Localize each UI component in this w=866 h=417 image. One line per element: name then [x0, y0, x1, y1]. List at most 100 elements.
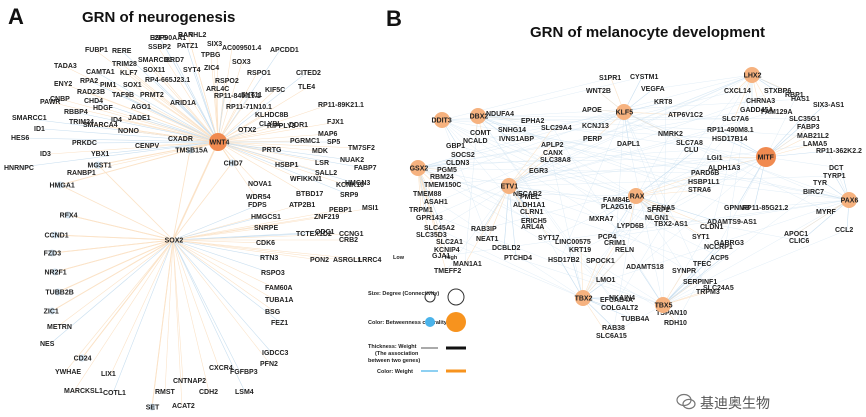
- gene-label-b-tmem88: TMEM88: [413, 191, 442, 198]
- edge-b2-pgm5: [448, 169, 664, 306]
- gene-label-b-nccrp1: NCCRP1: [704, 244, 733, 251]
- edge-brd7: [174, 59, 219, 143]
- edge-tctex1d2: [172, 233, 307, 241]
- hub-edge2-mgst1: [97, 164, 174, 241]
- gene-label-b-slc6a15: SLC6A15: [596, 333, 627, 340]
- edge-kif5c: [217, 89, 276, 143]
- gene-label-patz1: PATZ1: [177, 43, 198, 50]
- edge-b2-nmrk2: [582, 133, 671, 299]
- edge-b2-rab38: [613, 195, 637, 329]
- edge-b-pcp4: [609, 195, 637, 238]
- gene-label-crb2: CRB2: [339, 237, 358, 244]
- edge-b2-slc6a15: [607, 199, 850, 337]
- gene-label-b-slc7a8: SLC7A8: [676, 140, 703, 147]
- hub-node-mgst1: [94, 161, 102, 169]
- edge-b2-chrna3: [582, 100, 759, 299]
- gene-label-kif5c: KIF5C: [265, 87, 285, 94]
- edge-b2-hsd17b2: [559, 111, 625, 261]
- gene-label-chd4: CHD4: [84, 98, 103, 105]
- gene-label-lsm4: LSM4: [235, 389, 254, 396]
- gene-label-b-slc45a2: SLC45A2: [424, 225, 455, 232]
- edge-b2-fam129a: [508, 111, 774, 187]
- hub-label-b-dbx2: DBX2: [470, 114, 489, 121]
- edge-b2-tubb4a: [508, 185, 634, 320]
- edge-b2-reln: [582, 249, 628, 299]
- hub-label-tubb2b: TUBB2B: [45, 290, 73, 297]
- edge-b2-lmo1: [607, 199, 850, 281]
- edge-b-canx: [508, 152, 556, 187]
- hub-edge2-hmga1: [59, 184, 174, 241]
- edge-b2-hsbp1l1: [699, 181, 850, 201]
- gene-label-arl4c: ARL4C: [206, 86, 229, 93]
- edge-pebp1: [172, 209, 340, 241]
- gene-label-b-dct: DCT: [829, 165, 844, 172]
- legend-edgecolor-label: Color: Weight: [377, 369, 413, 375]
- gene-label-wfikkn1: WFIKKN1: [290, 176, 322, 183]
- edge-ripply3: [217, 125, 278, 143]
- gene-label-rpa2: RPA2: [80, 78, 98, 85]
- edge-rmst: [164, 239, 174, 393]
- gene-label-pim1: PIM1: [100, 82, 116, 89]
- edge-b2-sfrp2: [441, 119, 660, 211]
- gene-label-ago1: AGO1: [131, 104, 151, 111]
- edge-b2-cldn1: [711, 74, 753, 228]
- hub-label-b-tbx5: TBX5: [655, 303, 673, 310]
- edge-fabp7: [217, 141, 365, 169]
- gene-label-b-lgi1: LGI1: [707, 155, 723, 162]
- edge-b2-s1pr1: [441, 77, 612, 121]
- gene-label-cnbp: CNBP: [50, 96, 70, 103]
- gene-label-b-vegfa: VEGFA: [641, 86, 665, 93]
- gene-label-b-linc00575: LINC00575: [555, 239, 591, 246]
- gene-label-b-tyrp1: TYRP1: [823, 173, 846, 180]
- gene-label-sox1: SOX1: [123, 82, 142, 89]
- hub-node-set: [148, 403, 156, 411]
- edge-b2-aldh1a3: [441, 119, 721, 169]
- edge-rspo1: [217, 72, 258, 143]
- edge-fgfbp3: [172, 239, 241, 373]
- hub-label-fzd3: FZD3: [44, 251, 62, 258]
- gene-label-marcksl1: MARCKSL1: [64, 388, 103, 395]
- edge-cited2: [217, 72, 307, 143]
- gene-label-b-slc29a4: SLC29A4: [541, 125, 572, 132]
- hub-label-cd24: CD24: [74, 356, 92, 363]
- gene-label-b-rbp1: RBP1: [785, 92, 804, 99]
- edge-b2-trpm1: [420, 209, 664, 306]
- gene-label-b-slc24a5: SLC24A5: [703, 285, 734, 292]
- hub-edge2-set: [151, 239, 174, 408]
- edge-apcdd1: [217, 49, 281, 143]
- gene-label-b-aldh1a3: ALDH1A3: [708, 165, 740, 172]
- gene-label-b-perp: PERP: [583, 136, 602, 143]
- gene-label-b-wnt2b: WNT2B: [586, 88, 611, 95]
- edge-b2-rdh10: [675, 156, 767, 324]
- edge-b-tubb4a: [582, 297, 634, 320]
- edge-lrrc4: [172, 239, 369, 261]
- edge-marcksl1: [73, 239, 174, 392]
- edge-nono: [127, 130, 219, 143]
- hub-edge2-ccnd1: [54, 234, 174, 241]
- edge-b2-ccl2: [662, 229, 848, 306]
- hub-node-b-etv1: [501, 178, 517, 194]
- gene-label-mdk: MDK: [312, 148, 328, 155]
- gene-label-b-clic6: CLIC6: [789, 238, 809, 245]
- gene-label-b-fam84b: FAM84B: [603, 197, 631, 204]
- gene-label-clybl: CLYBL: [259, 121, 282, 128]
- gene-label-b-serpinf1: SERPINF1: [683, 279, 717, 286]
- edge-prmt2: [149, 94, 219, 143]
- edge-klf7: [129, 72, 219, 143]
- gene-label-b-cldn3: CLDN3: [446, 160, 469, 167]
- gene-label-b-mab21l2: MAB21L2: [797, 133, 829, 140]
- edge-b-crim1: [582, 242, 617, 299]
- legend-thickness-line1: Thickness: Weight: [368, 344, 417, 350]
- edge-b2-linc00575: [477, 115, 568, 243]
- edge-hnrnpc: [13, 141, 219, 169]
- gene-label-pgrmc1: PGRMC1: [290, 138, 320, 145]
- edge-b2-efcab4a: [477, 115, 613, 301]
- gene-label-b-neat1: NEAT1: [476, 236, 499, 243]
- hub-label-b-gsx2: GSX2: [410, 166, 429, 173]
- edge-b2-gpnmb: [477, 115, 737, 209]
- gene-label-rspo1: RSPO1: [247, 70, 271, 77]
- edge-b2-erich5: [417, 167, 534, 222]
- gene-label-b-chrna3: CHRNA3: [746, 98, 775, 105]
